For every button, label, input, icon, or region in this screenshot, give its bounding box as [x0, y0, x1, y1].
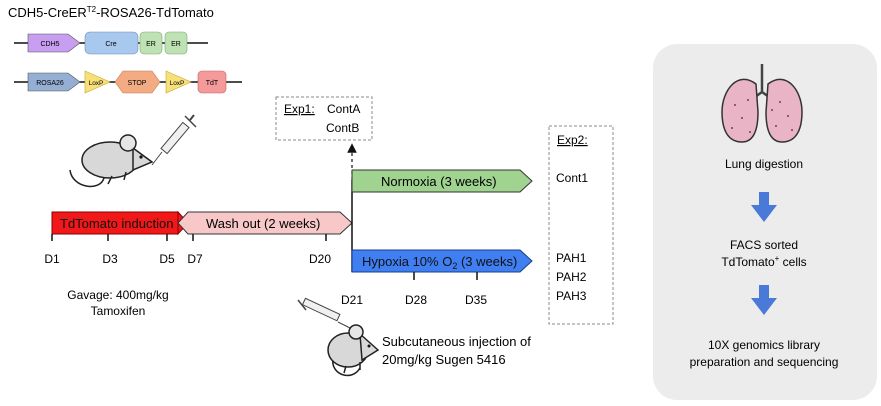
tdt-box — [197, 70, 227, 94]
loxp-label-1: LoxP — [89, 80, 104, 87]
cdh5-promoter-arrow — [27, 33, 81, 53]
tick-d35: D35 — [465, 293, 487, 307]
exp1-box: Exp1: ContA ContB — [275, 96, 373, 141]
hypoxia-label: Hypoxia 10% O2 (3 weeks) — [362, 254, 517, 271]
exp2-pah1: PAH1 — [556, 251, 587, 265]
gavage-line-1: Gavage: 400mg/kg — [67, 288, 168, 302]
tick-d1: D1 — [44, 252, 60, 266]
washout-bar — [177, 211, 353, 235]
syringe-icon — [297, 297, 351, 329]
tick-d5: D5 — [159, 252, 175, 266]
construct-title: CDH5-CreERT2-ROSA26-TdTomato — [8, 5, 214, 20]
step-facs-line-1: FACS sorted — [730, 238, 798, 252]
stop-hexagon — [114, 70, 161, 94]
tick-d28: D28 — [405, 293, 427, 307]
exp1-label: Exp1: — [284, 102, 315, 116]
step-lung-digestion: Lung digestion — [725, 157, 803, 171]
exp2-cont1: Cont1 — [556, 171, 588, 185]
exp2-pah3: PAH3 — [556, 289, 587, 303]
induction-label: TdTomato induction — [60, 216, 173, 231]
mouse-icon — [327, 324, 380, 377]
exp2-box: Exp2: Cont1 PAH1 PAH2 PAH3 — [548, 125, 614, 325]
er-label-2: ER — [171, 41, 181, 48]
rosa26-label: ROSA26 — [36, 80, 64, 87]
construct-cdh5-cre: CDH5 Cre ER ER — [14, 31, 208, 55]
washout-label: Wash out (2 weeks) — [206, 216, 320, 231]
syringe-icon — [151, 114, 197, 166]
cre-label: Cre — [105, 41, 116, 48]
step-facs-line-2: TdTomato+ cells — [721, 254, 806, 269]
exp2-label: Exp2: — [557, 133, 588, 147]
tick-d7: D7 — [187, 252, 203, 266]
tick-d20: D20 — [309, 252, 331, 266]
tick-d21: D21 — [341, 293, 363, 307]
injection-line-2: 20mg/kg Sugen 5416 — [382, 352, 506, 367]
workflow-panel: Lung digestion FACS sorted TdTomato+ cel… — [653, 44, 877, 400]
tick-d3: D3 — [102, 252, 118, 266]
lung-icon — [721, 64, 803, 143]
exp2-pah2: PAH2 — [556, 270, 587, 284]
step-10x-line-1: 10X genomics library — [708, 338, 820, 352]
cdh5-label: CDH5 — [40, 41, 59, 48]
er-box-1 — [139, 31, 163, 55]
er-box-2 — [164, 31, 188, 55]
step-10x-line-2: preparation and sequencing — [690, 355, 839, 369]
workflow-arrow-1 — [751, 192, 777, 222]
exp1-conta: ContA — [327, 102, 360, 116]
workflow-arrow-2 — [751, 285, 777, 315]
main-timeline: TdTomato induction Wash out (2 weeks) D1… — [44, 210, 353, 318]
injection-line-1: Subcutaneous injection of — [382, 334, 531, 349]
cre-box — [84, 31, 139, 55]
loxp-triangle-1 — [84, 70, 111, 94]
gavage-line-2: Tamoxifen — [91, 304, 146, 318]
hypoxia-bar — [351, 249, 533, 273]
exp1-contb: ContB — [326, 121, 359, 135]
normoxia-bar — [351, 169, 533, 193]
loxp-label-2: LoxP — [170, 80, 185, 87]
rosa26-promoter-arrow — [27, 72, 81, 92]
tdt-label: TdT — [206, 80, 219, 87]
construct-rosa26-tdt: ROSA26 LoxP STOP LoxP TdT — [14, 70, 242, 94]
loxp-triangle-2 — [165, 70, 192, 94]
mouse-icon — [69, 134, 154, 188]
stop-label: STOP — [128, 80, 147, 87]
er-label-1: ER — [146, 41, 156, 48]
normoxia-label: Normoxia (3 weeks) — [381, 174, 497, 189]
